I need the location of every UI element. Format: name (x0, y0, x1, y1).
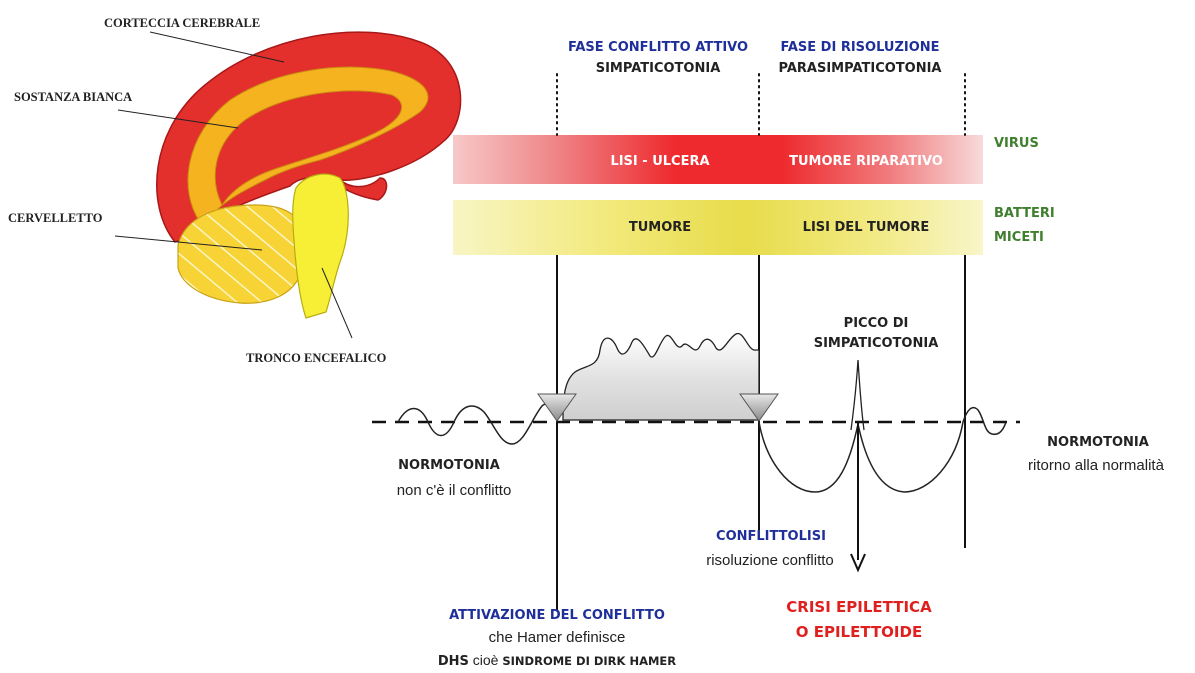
normotonia-left-text: non c'è il conflitto (397, 482, 512, 499)
epileptic-spike (850, 359, 865, 431)
phase-resolution-title: FASE DI RISOLUZIONE (780, 40, 939, 55)
activation-line2: che Hamer definisce (489, 629, 626, 646)
leader-line-brainstem (321, 267, 353, 339)
red-band-active-label: LISI - ULCERA (610, 154, 709, 169)
red-band-resolution-label: TUMORE RIPARATIVO (789, 154, 943, 169)
dhs-connector: cioè (469, 652, 502, 668)
dhs-marker-triangle (537, 393, 577, 422)
agent-virus: VIRUS (994, 136, 1039, 151)
normotonia-left-title: NORMOTONIA (398, 458, 500, 473)
leader-line-white-matter (117, 109, 239, 129)
label-cerebellum: CERVELLETTO (8, 211, 103, 225)
yellow-band-active-label: TUMORE (629, 220, 691, 235)
dhs-full-name: SINDROME DI DIRK HAMER (502, 654, 676, 668)
phase-resolution-subtitle: PARASIMPATICOTONIA (779, 61, 942, 76)
dhs-abbreviation: DHS (438, 654, 469, 669)
normotonia-right-title: NORMOTONIA (1047, 435, 1149, 450)
phase-active-title: FASE CONFLITTO ATTIVO (568, 40, 748, 55)
activation-dhs-line: DHS cioè SINDROME DI DIRK HAMER (438, 652, 676, 669)
yellow-band-resolution-label: LISI DEL TUMORE (803, 220, 930, 235)
leader-line-cortex (149, 31, 285, 63)
label-cortex: CORTECCIA CEREBRALE (104, 16, 260, 30)
white-matter-shape (187, 66, 429, 223)
agent-miceti: MICETI (994, 230, 1044, 245)
label-white-matter: SOSTANZA BIANCA (14, 90, 132, 104)
cerebellum-shape (177, 204, 306, 304)
activation-title: ATTIVAZIONE DEL CONFLITTO (449, 608, 665, 623)
conflittolisi-text: risoluzione conflitto (706, 552, 834, 569)
red-band (453, 135, 983, 184)
label-brainstem: TRONCO ENCEFALICO (246, 351, 387, 365)
wave-parasympathicotonia (758, 406, 1007, 493)
crisis-line2: O EPILETTOIDE (796, 623, 922, 641)
sympathicotonia-area (562, 332, 760, 421)
normotonia-right-text: ritorno alla normalità (1028, 457, 1165, 474)
wave-left-normotonia (397, 403, 558, 445)
yellow-band (453, 200, 983, 255)
agent-batteri: BATTERI (994, 206, 1055, 221)
brainstem-shape (292, 173, 349, 319)
conflittolisi-title: CONFLITTOLISI (716, 529, 826, 544)
conflittolisi-marker-triangle (739, 393, 779, 422)
brain-illustration: CORTECCIA CEREBRALE SOSTANZA BIANCA CERV… (8, 16, 462, 365)
crisis-line1: CRISI EPILETTICA (786, 598, 932, 616)
leader-line-cerebellum (114, 235, 263, 251)
peak-label-line1: PICCO DI (844, 316, 909, 331)
crisis-arrow-head (850, 553, 866, 573)
peak-label-line2: SIMPATICOTONIA (814, 336, 939, 351)
phase-active-subtitle: SIMPATICOTONIA (596, 61, 721, 76)
